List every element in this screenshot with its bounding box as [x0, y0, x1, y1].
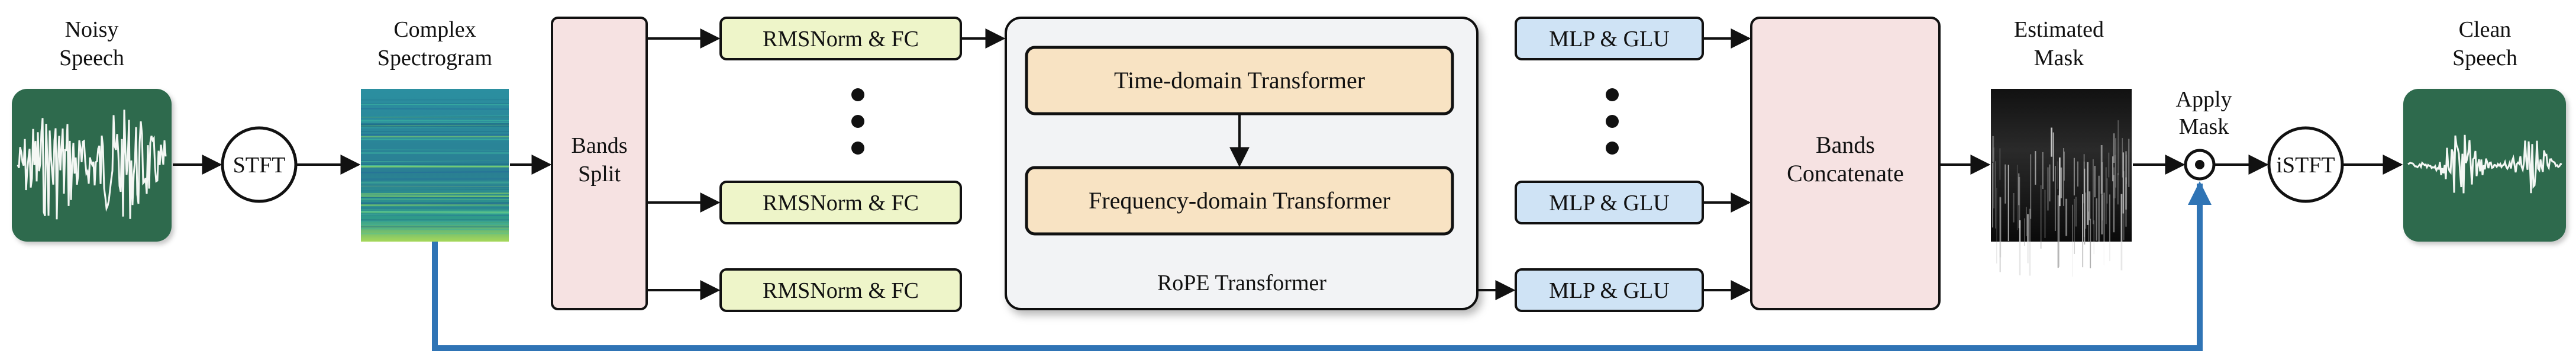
spectrogram-texture-line — [360, 189, 509, 192]
input-label-line2: Speech — [59, 46, 124, 70]
spectrogram-texture-line — [360, 189, 509, 191]
spectrogram-texture-line — [360, 104, 509, 105]
rms-block-2: RMSNorm & FC — [719, 181, 962, 224]
freq-transformer-block: Frequency-domain Transformer — [1025, 166, 1454, 236]
apply-label-line2: Mask — [2179, 114, 2229, 139]
clean-waveform-icon — [2403, 89, 2566, 242]
mask-label-line2: Mask — [2034, 46, 2084, 70]
freq-transformer-label: Frequency-domain Transformer — [1089, 187, 1390, 214]
spectrogram-label-line2: Spectrogram — [377, 46, 492, 70]
rms-label-1: RMSNorm & FC — [763, 27, 919, 52]
spectrogram-texture-line — [360, 133, 509, 136]
spectrogram-texture-line — [360, 125, 509, 128]
bands-split-label-line1: Bands — [572, 133, 628, 158]
rms-label-2: RMSNorm & FC — [763, 191, 919, 216]
mlp-ellipsis — [1606, 88, 1619, 155]
spectrogram-label-line1: Complex — [393, 17, 476, 42]
rms-label-3: RMSNorm & FC — [763, 278, 919, 303]
rms-block-1: RMSNorm & FC — [719, 17, 962, 60]
bands-concatenate-label-line1: Bands — [1816, 131, 1875, 158]
estimated-mask-image — [1991, 89, 2132, 277]
spectrogram-texture-line — [360, 123, 509, 126]
stft-label: STFT — [233, 153, 286, 178]
spectrogram-texture-line — [360, 198, 509, 200]
istft-label: iSTFT — [2276, 153, 2335, 178]
mlp-block-2: MLP & GLU — [1515, 181, 1704, 224]
istft-node: iSTFT — [2267, 126, 2344, 203]
spectrogram-texture-line — [360, 117, 509, 118]
spectrogram-texture-line — [360, 214, 509, 216]
spectrogram-texture-line — [360, 115, 509, 117]
mlp-label-1: MLP & GLU — [1549, 27, 1669, 52]
mlp-block-1: MLP & GLU — [1515, 17, 1704, 60]
spectrogram-texture-line — [360, 198, 509, 200]
spectrogram-texture-line — [360, 196, 509, 199]
bands-split-label-line2: Split — [578, 162, 621, 187]
rms-ellipsis — [851, 88, 864, 155]
spectrogram-texture-line — [360, 121, 509, 123]
spectrogram-texture-line — [360, 203, 509, 206]
bands-concatenate-block: Bands Concatenate — [1750, 17, 1941, 310]
skip-connection-arrow — [432, 181, 2212, 351]
noisy-waveform-icon — [12, 89, 172, 242]
time-transformer-label: Time-domain Transformer — [1114, 67, 1365, 94]
output-label-line1: Clean — [2459, 17, 2512, 42]
spectrogram-texture-line — [360, 120, 509, 121]
apply-label-line1: Apply — [2176, 87, 2232, 112]
mlp-label-2: MLP & GLU — [1549, 191, 1669, 216]
spectrogram-texture-line — [360, 108, 509, 110]
spectrogram-texture-line — [360, 185, 509, 188]
output-label-line2: Speech — [2452, 46, 2517, 70]
time-transformer-block: Time-domain Transformer — [1025, 46, 1454, 115]
spectrogram-texture-line — [360, 127, 509, 129]
bands-concatenate-label-line2: Concatenate — [1787, 160, 1904, 187]
mask-label-line1: Estimated — [2014, 17, 2104, 42]
rms-block-3: RMSNorm & FC — [719, 268, 962, 312]
rope-transformer-block: Time-domain Transformer Frequency-domain… — [1005, 17, 1479, 310]
spectrogram-texture-line — [360, 185, 509, 188]
mlp-label-3: MLP & GLU — [1549, 278, 1669, 303]
bands-split-block: Bands Split — [551, 17, 648, 310]
spectrogram-texture-line — [360, 211, 509, 213]
spectrogram-texture-line — [360, 171, 509, 174]
rope-transformer-caption: RoPE Transformer — [1157, 271, 1326, 295]
multiply-operator-icon — [2184, 149, 2216, 181]
stft-node: STFT — [221, 126, 298, 203]
mlp-block-3: MLP & GLU — [1515, 268, 1704, 312]
spectrogram-image — [360, 89, 509, 242]
flow-arrows — [173, 28, 2403, 300]
input-label-line1: Noisy — [65, 17, 119, 42]
